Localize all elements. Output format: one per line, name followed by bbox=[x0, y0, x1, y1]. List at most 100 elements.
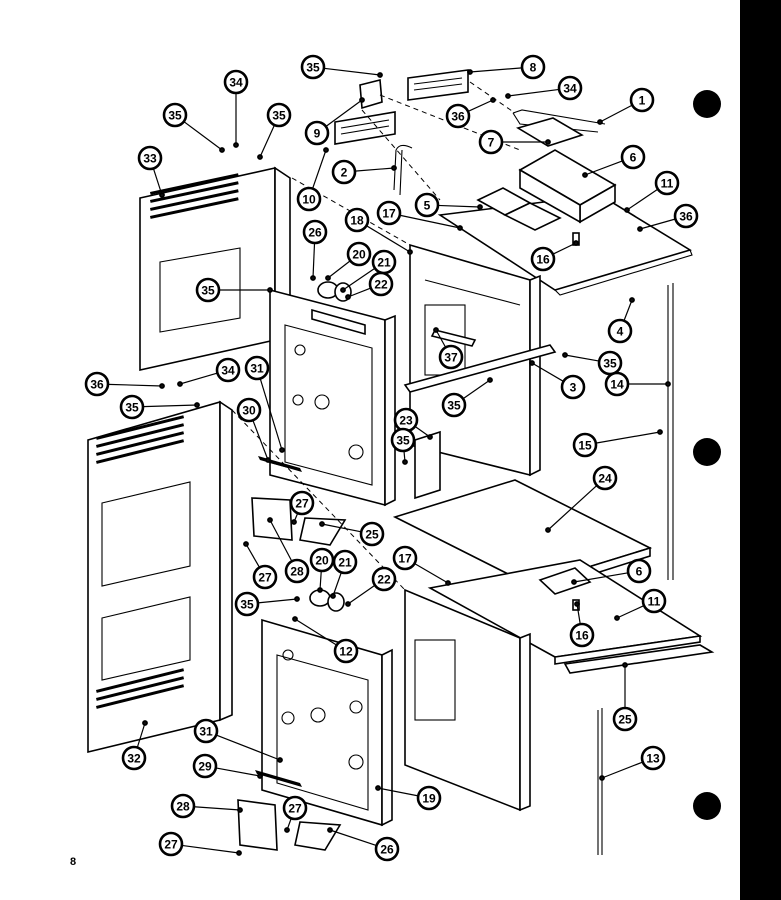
callout-number: 17 bbox=[382, 207, 396, 221]
leader-tip bbox=[257, 154, 263, 160]
leader-tip bbox=[614, 615, 620, 621]
leader-line bbox=[259, 124, 276, 158]
callout-number: 12 bbox=[339, 645, 353, 659]
leader-tip bbox=[319, 521, 325, 527]
callout-bubble bbox=[520, 54, 546, 80]
callout-number: 6 bbox=[630, 151, 637, 165]
callout-number: 11 bbox=[648, 595, 661, 609]
callout-9: 9 bbox=[304, 97, 365, 146]
callout-14: 14 bbox=[604, 371, 671, 397]
callout-bubble bbox=[162, 102, 188, 128]
leader-line bbox=[136, 722, 146, 748]
callout-35: 35 bbox=[390, 427, 416, 465]
callout-number: 34 bbox=[229, 76, 243, 90]
callout-number: 4 bbox=[617, 325, 624, 339]
callout-bubble bbox=[223, 69, 249, 95]
callout-bubble bbox=[374, 836, 400, 862]
leader-line bbox=[531, 362, 564, 382]
leader-line bbox=[294, 618, 338, 646]
callout-28: 28 bbox=[267, 517, 310, 584]
callout-20: 20 bbox=[309, 547, 335, 593]
callout-bubble bbox=[530, 246, 556, 272]
leader-tip bbox=[377, 72, 383, 78]
callout-28: 28 bbox=[170, 793, 243, 819]
callout-bubble bbox=[170, 793, 196, 819]
leader-line bbox=[507, 88, 560, 97]
leader-tip bbox=[243, 541, 249, 547]
punch-hole-bottom bbox=[693, 792, 721, 820]
callout-number: 20 bbox=[352, 248, 366, 262]
leader-line bbox=[312, 149, 327, 189]
callout-31: 31 bbox=[244, 355, 285, 453]
callout-12: 12 bbox=[292, 616, 359, 664]
callout-35: 35 bbox=[195, 277, 273, 303]
callout-29: 29 bbox=[192, 753, 263, 779]
leader-tip bbox=[284, 827, 290, 833]
callout-2: 2 bbox=[331, 159, 397, 185]
leader-line bbox=[342, 267, 376, 291]
leader-line bbox=[377, 787, 419, 797]
callout-bubble bbox=[84, 371, 110, 397]
leader-tip bbox=[310, 275, 316, 281]
callout-18: 18 bbox=[344, 207, 413, 255]
callout-bubble bbox=[296, 186, 322, 212]
leader-line bbox=[245, 543, 261, 568]
leader-tip bbox=[629, 297, 635, 303]
callout-25: 25 bbox=[319, 521, 385, 547]
leader-line bbox=[437, 204, 481, 208]
callout-36: 36 bbox=[637, 203, 699, 232]
callout-bubble bbox=[304, 120, 330, 146]
callout-6: 6 bbox=[571, 558, 652, 585]
leader-line bbox=[259, 378, 283, 451]
callout-20: 20 bbox=[325, 241, 372, 281]
callout-number: 27 bbox=[288, 802, 302, 816]
leader-line bbox=[142, 404, 198, 408]
callout-number: 19 bbox=[422, 792, 436, 806]
leader-tip bbox=[574, 601, 580, 607]
leader-tip bbox=[159, 383, 165, 389]
callout-bubble bbox=[300, 54, 326, 80]
leader-tip bbox=[467, 69, 473, 75]
callout-number: 28 bbox=[176, 800, 190, 814]
callout-number: 35 bbox=[447, 399, 461, 413]
callout-bubble bbox=[289, 490, 315, 516]
callout-number: 17 bbox=[398, 552, 412, 566]
callout-number: 9 bbox=[314, 127, 321, 141]
leader-line bbox=[399, 214, 461, 229]
leader-tip bbox=[233, 142, 239, 148]
leader-line bbox=[414, 425, 431, 438]
callout-bubble bbox=[620, 144, 646, 170]
callout-number: 33 bbox=[143, 152, 157, 166]
callout-bubble bbox=[376, 200, 402, 226]
leader-tip bbox=[622, 662, 628, 668]
leader-tip bbox=[545, 527, 551, 533]
callout-bubble bbox=[195, 277, 221, 303]
callout-bubble bbox=[478, 129, 504, 155]
callout-number: 35 bbox=[168, 109, 182, 123]
callout-number: 15 bbox=[578, 439, 592, 453]
leader-line bbox=[584, 160, 623, 176]
callout-bubble bbox=[121, 745, 147, 771]
leader-tip bbox=[327, 827, 333, 833]
leader-tip bbox=[277, 757, 283, 763]
callout-30: 30 bbox=[236, 397, 271, 463]
callout-number: 37 bbox=[444, 351, 458, 365]
callout-27: 27 bbox=[282, 795, 308, 833]
leader-line bbox=[257, 598, 298, 604]
callout-number: 25 bbox=[365, 528, 379, 542]
leader-tip bbox=[573, 240, 579, 246]
callout-6: 6 bbox=[582, 144, 646, 178]
callout-number: 24 bbox=[598, 472, 612, 486]
leader-line bbox=[332, 572, 342, 597]
leader-tip bbox=[427, 434, 433, 440]
leader-line bbox=[347, 584, 376, 605]
callout-number: 10 bbox=[302, 193, 316, 207]
callout-35: 35 bbox=[162, 102, 225, 153]
leader-tip bbox=[445, 580, 451, 586]
leader-tip bbox=[236, 850, 242, 856]
callout-bubble bbox=[607, 318, 633, 344]
callout-bubble bbox=[414, 192, 440, 218]
leader-tip bbox=[545, 139, 551, 145]
leader-tip bbox=[505, 93, 511, 99]
